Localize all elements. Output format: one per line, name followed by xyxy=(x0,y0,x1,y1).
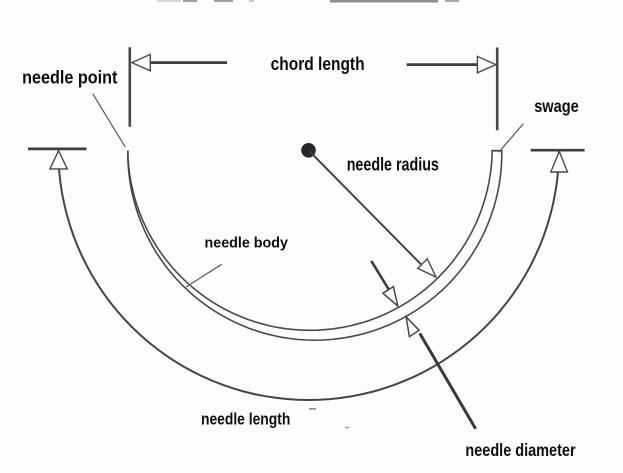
svg-text:needle body: needle body xyxy=(205,234,289,251)
svg-text:needle point: needle point xyxy=(22,68,117,88)
svg-text:needle length: needle length xyxy=(201,411,290,429)
svg-text:needle diameter: needle diameter xyxy=(465,440,575,460)
svg-text:swage: swage xyxy=(534,96,579,116)
svg-text:chord length: chord length xyxy=(271,53,365,74)
svg-text:needle radius: needle radius xyxy=(347,154,439,175)
